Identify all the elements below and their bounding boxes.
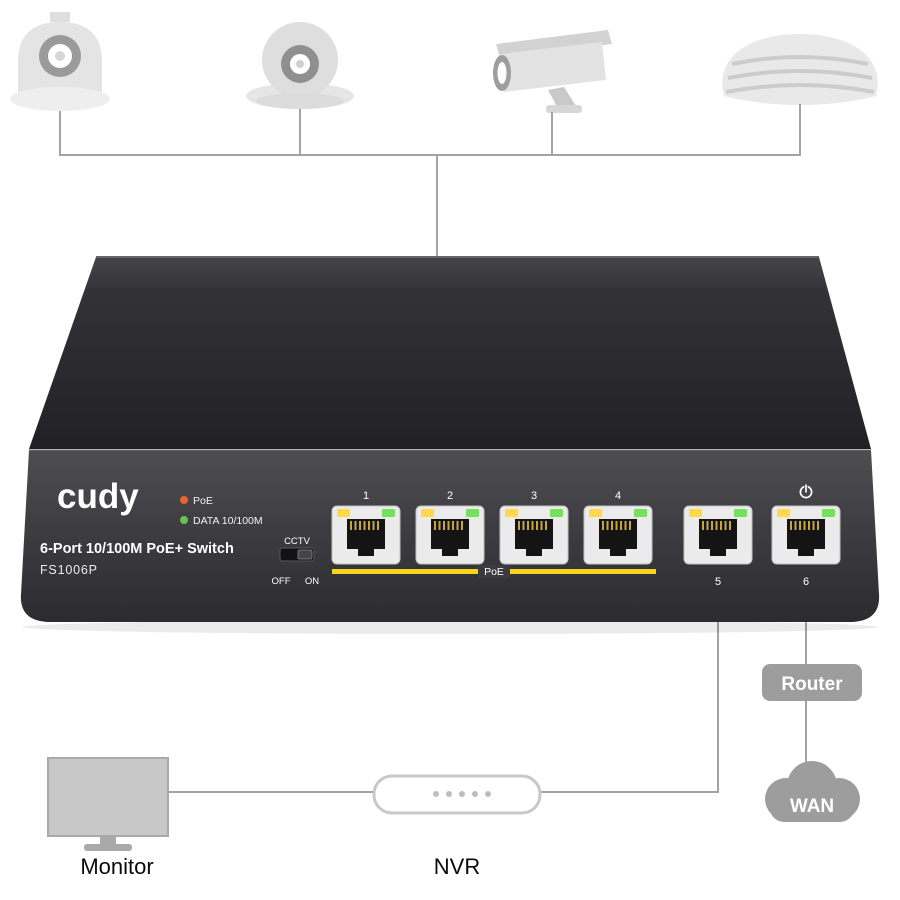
bullet-camera-lens bbox=[497, 62, 507, 84]
dome-camera-mount bbox=[50, 12, 70, 22]
product-name: 6-Port 10/100M PoE+ Switch bbox=[40, 541, 234, 557]
turret-camera-icon bbox=[246, 22, 354, 109]
access-point-icon bbox=[722, 34, 878, 105]
rj45-port-2 bbox=[415, 505, 485, 565]
nvr-dot-3 bbox=[459, 791, 465, 797]
port-3-number: 3 bbox=[531, 490, 537, 502]
monitor-neck bbox=[100, 836, 116, 844]
cctv-on-label: ON bbox=[305, 576, 319, 587]
port-1-number: 1 bbox=[363, 490, 369, 502]
turret-camera-collar bbox=[256, 93, 344, 109]
device-shadow bbox=[22, 620, 878, 634]
cctv-mode-switch: CCTV OFF ON bbox=[272, 536, 320, 587]
power-icon bbox=[799, 484, 813, 499]
router-label: Router bbox=[781, 674, 843, 695]
nvr-dot-4 bbox=[472, 791, 478, 797]
port-6-number: 6 bbox=[803, 576, 809, 588]
nvr-body bbox=[372, 774, 542, 815]
port-5-number: 5 bbox=[715, 576, 721, 588]
poe-led-label: PoE bbox=[193, 495, 213, 507]
bullet-camera-body bbox=[500, 42, 606, 92]
data-led-label: DATA 10/100M bbox=[193, 515, 263, 527]
port-4-number: 4 bbox=[615, 490, 621, 502]
data-led-dot bbox=[180, 516, 188, 524]
nvr-icon bbox=[372, 774, 542, 815]
wan-cloud-base bbox=[770, 794, 854, 822]
monitor-icon bbox=[47, 757, 169, 851]
top-connector-lines bbox=[59, 104, 801, 257]
monitor-screen bbox=[47, 757, 169, 837]
monitor-label: Monitor bbox=[80, 854, 153, 879]
router-node: Router bbox=[762, 664, 862, 701]
dome-camera-base bbox=[10, 87, 110, 111]
dome-camera-icon bbox=[10, 12, 110, 111]
cctv-label: CCTV bbox=[284, 536, 311, 547]
cctv-off-label: OFF bbox=[272, 576, 291, 587]
turret-camera-lens-core bbox=[296, 60, 304, 68]
rj45-port-1 bbox=[331, 505, 401, 565]
nvr-dot-2 bbox=[446, 791, 452, 797]
poe-led-dot bbox=[180, 496, 188, 504]
port-2-number: 2 bbox=[447, 490, 453, 502]
poe-group-label: PoE bbox=[484, 566, 504, 578]
router-box bbox=[762, 664, 862, 701]
access-point-groove-2 bbox=[727, 69, 873, 80]
bullet-camera-icon bbox=[493, 30, 612, 113]
brand-logo: cudy bbox=[57, 477, 139, 516]
poe-group-line-gap bbox=[478, 565, 510, 578]
poe-switch-device: cudy PoE DATA 10/100M 6-Port 10/100M PoE… bbox=[20, 256, 880, 634]
nvr-label: NVR bbox=[434, 854, 480, 879]
chassis-top-face bbox=[29, 257, 871, 449]
nvr-dot-5 bbox=[485, 791, 491, 797]
rj45-port-4 bbox=[583, 505, 653, 565]
bullet-camera-mount bbox=[546, 105, 582, 113]
access-point-groove-1 bbox=[731, 55, 869, 66]
nvr-dot-1 bbox=[433, 791, 439, 797]
model-number: FS1006P bbox=[40, 563, 98, 577]
rj45-port-6 bbox=[771, 505, 841, 565]
access-point-groove-3 bbox=[725, 83, 875, 94]
rj45-port-3 bbox=[499, 505, 569, 565]
rj45-port-5 bbox=[683, 505, 753, 565]
wan-label: WAN bbox=[790, 796, 834, 817]
bullet-camera-sunshield bbox=[496, 30, 612, 58]
cctv-switch-knob bbox=[297, 549, 313, 560]
bottom-connector-lines bbox=[165, 622, 807, 793]
wan-cloud: WAN bbox=[765, 761, 860, 822]
dome-camera-lens-core bbox=[55, 51, 65, 61]
monitor-stand bbox=[84, 844, 132, 851]
